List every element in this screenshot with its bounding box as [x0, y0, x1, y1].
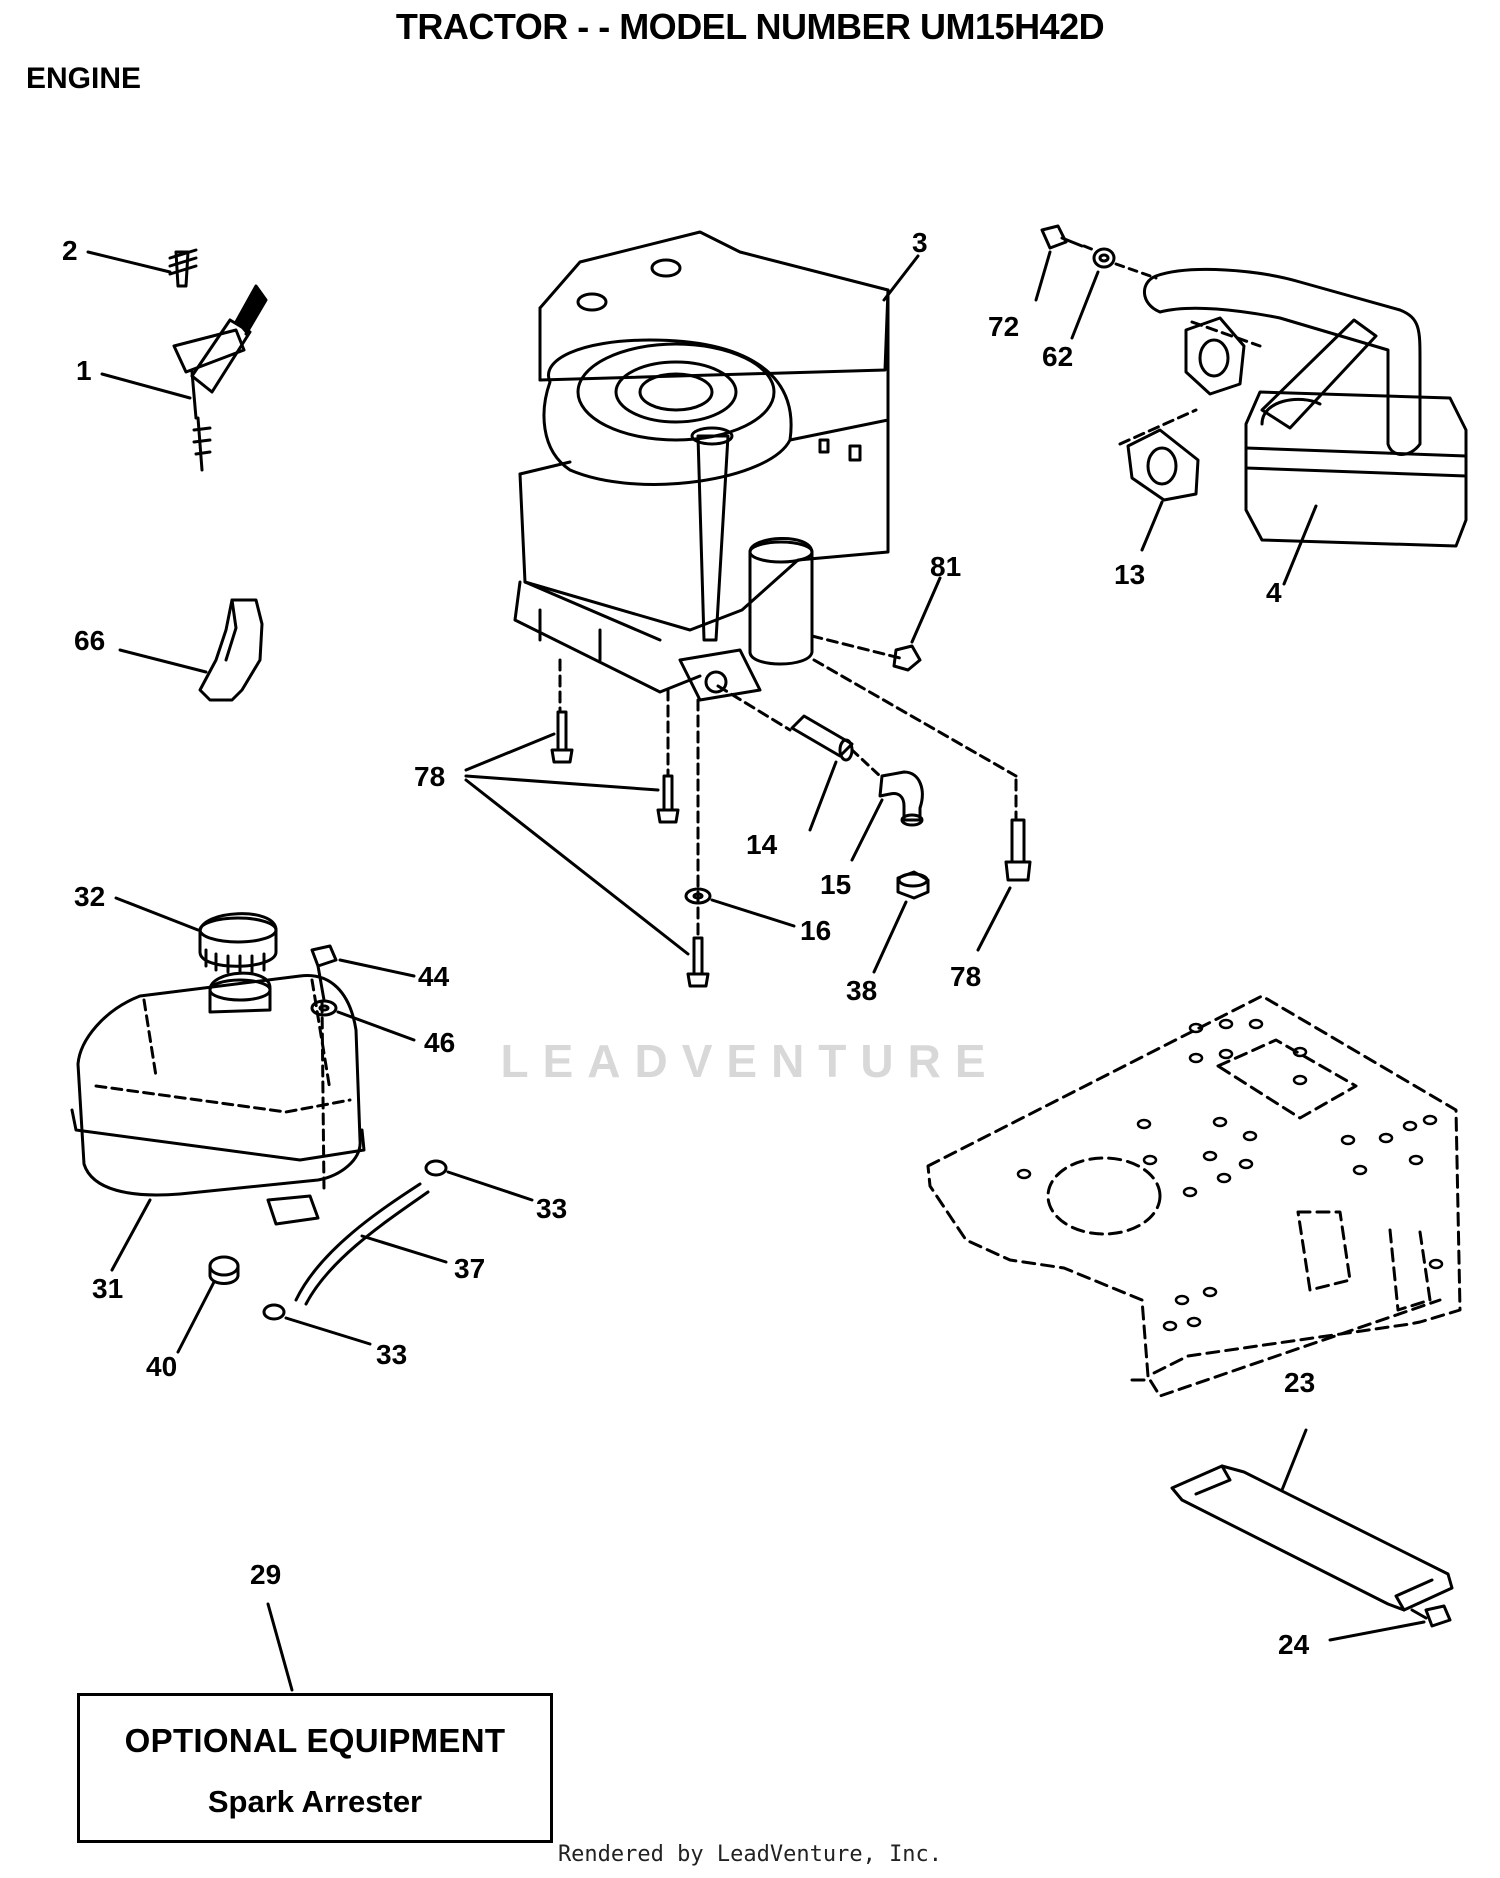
callout-38: 38 — [846, 975, 877, 1006]
callout-37: 37 — [454, 1253, 485, 1284]
spark-arrester-label: Spark Arrester — [207, 1784, 423, 1819]
callout-29: 29 — [250, 1559, 281, 1590]
watermark-text: LEADVENTURE — [500, 1035, 1000, 1087]
nut-38-part[interactable] — [896, 870, 930, 900]
callout-33b: 33 — [376, 1339, 407, 1370]
heat-shield-part[interactable] — [1170, 1464, 1454, 1612]
callout-2: 2 — [62, 235, 78, 266]
exhaust-washer-part[interactable] — [1092, 247, 1116, 269]
callout-13: 13 — [1114, 559, 1145, 590]
plate-holes — [1016, 1018, 1444, 1332]
fuel-line-part[interactable] — [294, 1182, 430, 1306]
optional-equipment-label: OPTIONAL EQUIPMENT — [124, 1722, 506, 1759]
callout-78a: 78 — [414, 761, 445, 792]
bolt-78-part[interactable] — [550, 710, 1032, 988]
engine-part[interactable] — [513, 230, 890, 702]
hose-clamp-part[interactable] — [262, 1159, 448, 1321]
exhaust-gasket-part[interactable] — [1126, 428, 1200, 502]
callout-3: 3 — [912, 227, 928, 258]
tank-washer-part[interactable] — [310, 999, 338, 1017]
callout-66: 66 — [74, 625, 105, 656]
fuel-cap-part[interactable] — [198, 912, 278, 974]
washer-16-part[interactable] — [684, 887, 712, 905]
tank-bolt-part[interactable] — [310, 944, 338, 1002]
callout-81: 81 — [930, 551, 961, 582]
page-title: TRACTOR - - MODEL NUMBER UM15H42D — [395, 6, 1105, 47]
callout-1: 1 — [76, 355, 92, 386]
callout-32: 32 — [74, 881, 105, 912]
callout-33a: 33 — [536, 1193, 567, 1224]
callout-40: 40 — [146, 1351, 177, 1382]
callout-15: 15 — [820, 869, 851, 900]
engine-plate-frame — [926, 994, 1462, 1398]
fuel-pipe-part[interactable] — [790, 714, 854, 762]
callout-72: 72 — [988, 311, 1019, 342]
nut-81-part[interactable] — [892, 644, 922, 672]
throttle-control-part[interactable] — [168, 248, 268, 472]
exhaust-bolt-part[interactable] — [1040, 224, 1084, 250]
muffler-part[interactable] — [1143, 267, 1468, 548]
callout-78b: 78 — [950, 961, 981, 992]
callout-62: 62 — [1042, 341, 1073, 372]
callout-46: 46 — [424, 1027, 455, 1058]
callout-4: 4 — [1266, 577, 1282, 608]
callout-23: 23 — [1284, 1367, 1315, 1398]
engine-bracket-part[interactable] — [198, 598, 264, 702]
callout-16: 16 — [800, 915, 831, 946]
callout-44: 44 — [418, 961, 450, 992]
callout-14: 14 — [746, 829, 778, 860]
fuel-elbow-part[interactable] — [878, 770, 924, 827]
callout-24: 24 — [1278, 1629, 1310, 1660]
shield-screw-part[interactable] — [1410, 1604, 1452, 1628]
section-heading: ENGINE — [26, 62, 142, 95]
callout-31: 31 — [92, 1273, 123, 1304]
optional-equipment-box: OPTIONAL EQUIPMENT Spark Arrester — [77, 1693, 553, 1843]
grommet-40-part[interactable] — [208, 1255, 240, 1285]
footer-credit: Rendered by LeadVenture, Inc. — [557, 1842, 943, 1867]
